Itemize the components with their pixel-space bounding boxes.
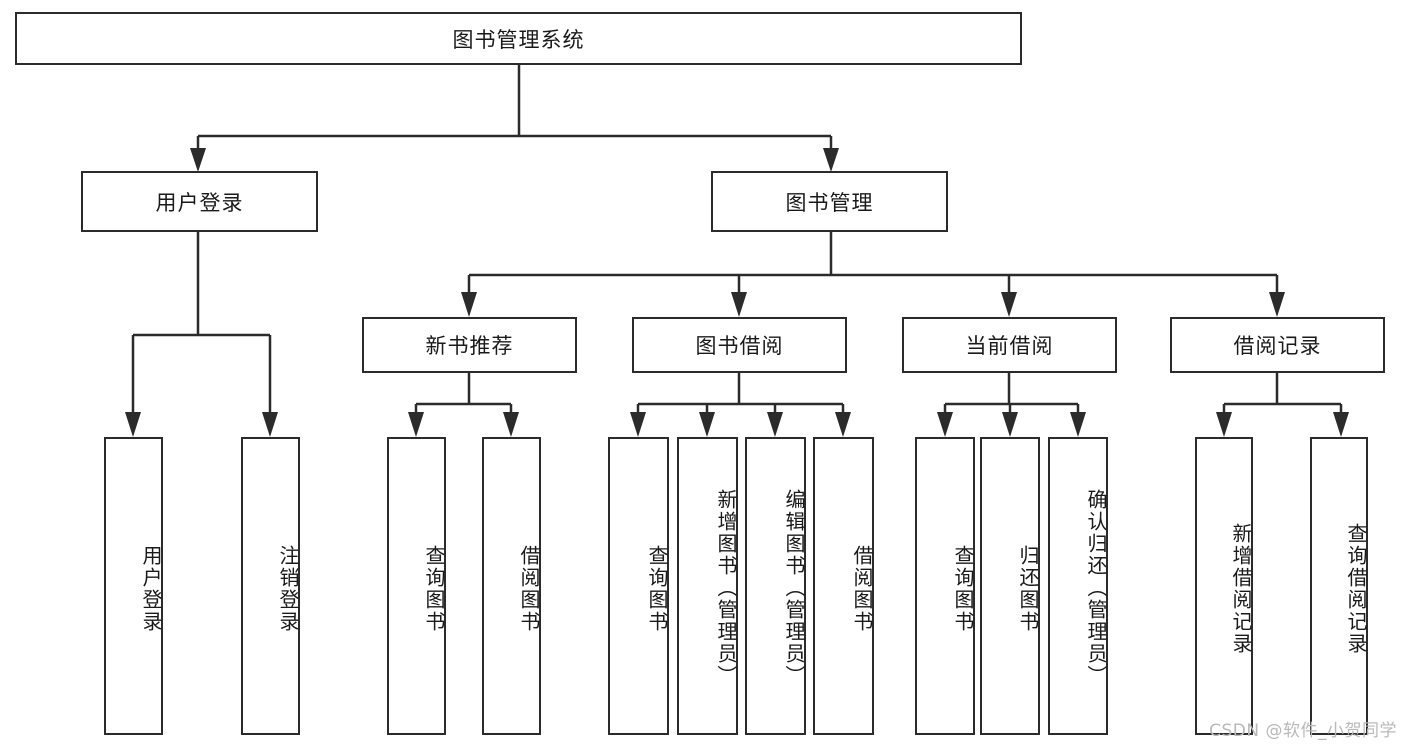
leaf-user-login-logout[interactable]: 注销登录 [241, 437, 300, 735]
leaf-record-query-record[interactable]: 查询借阅记录 [1310, 437, 1368, 735]
csdn-watermark: CSDN @软件_小贺同学 [1209, 721, 1397, 741]
node-user-login[interactable]: 用户登录 [81, 171, 318, 232]
node-book-borrow[interactable]: 图书借阅 [632, 317, 847, 373]
leaf-user-login-login[interactable]: 用户登录 [104, 437, 163, 735]
leaf-current-confirm-return-admin[interactable]: 确认归还（管理员） [1048, 437, 1108, 735]
leaf-borrow-add-book-admin[interactable]: 新增图书（管理员） [677, 437, 738, 735]
node-root-system[interactable]: 图书管理系统 [15, 12, 1022, 65]
leaf-record-add-record[interactable]: 新增借阅记录 [1195, 437, 1253, 735]
node-book-management[interactable]: 图书管理 [711, 171, 948, 232]
leaf-recommend-borrow-book[interactable]: 借阅图书 [482, 437, 541, 735]
leaf-borrow-query-book[interactable]: 查询图书 [608, 437, 669, 735]
leaf-current-query-book[interactable]: 查询图书 [915, 437, 975, 735]
leaf-borrow-edit-book-admin[interactable]: 编辑图书（管理员） [745, 437, 806, 735]
node-borrow-record[interactable]: 借阅记录 [1170, 317, 1385, 373]
leaf-recommend-query-book[interactable]: 查询图书 [387, 437, 446, 735]
leaf-borrow-borrow-book[interactable]: 借阅图书 [813, 437, 874, 735]
node-new-book-recommend[interactable]: 新书推荐 [362, 317, 577, 373]
node-current-borrow[interactable]: 当前借阅 [902, 317, 1117, 373]
leaf-current-return-book[interactable]: 归还图书 [980, 437, 1040, 735]
